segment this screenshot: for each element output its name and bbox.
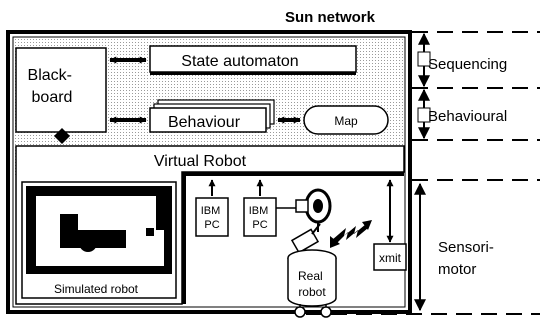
sensorimotor-line-2: motor (438, 261, 476, 278)
ibm-pc-1-line-2: PC (204, 219, 219, 231)
camera-body (295, 199, 309, 213)
sim-world-room-4 (126, 230, 164, 266)
sim-world-corridor (36, 248, 126, 266)
ibm-pc-1-label: IBM PC (201, 205, 224, 231)
sensorimotor-line-1: Sensori- (438, 239, 494, 256)
virtual-robot-label: Virtual Robot (154, 153, 247, 170)
ibm-pc-1-line-1: IBM (201, 205, 221, 217)
sim-world-room-2 (36, 214, 60, 250)
real-robot-body (287, 258, 337, 307)
sun-network-frame (6, 30, 412, 314)
transceiver-antenna (311, 223, 321, 235)
sim-world-room-3 (78, 196, 156, 230)
xmit-label: xmit (379, 251, 402, 265)
blackboard-connector-diamond (54, 128, 70, 144)
wireless-link (330, 220, 372, 248)
real-robot-label: Real robot (298, 269, 326, 299)
real-robot-wheel-right (320, 306, 332, 318)
wireless-arrowhead-left (330, 236, 340, 248)
behaviour-box (149, 107, 267, 133)
camera-lens-inner (313, 199, 323, 213)
camera-icon (276, 188, 332, 232)
real-robot: Real robot (287, 249, 337, 318)
simulated-robot-icon (79, 234, 97, 252)
ibm-pc-2-box (243, 197, 277, 237)
ibm-pc-2-line-1: IBM (249, 205, 269, 217)
blackboard-label: Black- board (28, 67, 77, 106)
simulated-world-map (26, 186, 172, 274)
state-automaton-shadow (150, 72, 356, 75)
blackboard-line-2: board (32, 89, 73, 106)
network-title: Sun network (285, 9, 376, 26)
ibm-pc-2-line-2: PC (252, 219, 267, 231)
transceiver-icon (290, 223, 321, 254)
sun-network-frame-inner (12, 36, 406, 308)
map-label: Map (334, 114, 358, 128)
real-robot-wheel-left (294, 306, 306, 318)
simulated-robot-label: Simulated robot (54, 282, 139, 296)
xmit-box (373, 243, 407, 271)
map-box (303, 105, 389, 135)
wireless-arrowhead-right (362, 220, 372, 230)
state-automaton-label: State automaton (181, 53, 298, 70)
sim-world-obstacle (146, 228, 154, 236)
sequencing-label-bg (417, 51, 431, 67)
level-separators (306, 31, 540, 315)
blackboard-line-1: Black- (28, 67, 72, 84)
real-robot-line-2: robot (298, 285, 326, 299)
behavioural-label-bg (417, 107, 431, 123)
sequencing-label: Sequencing (428, 56, 507, 73)
behaviour-label: Behaviour (168, 114, 241, 131)
behavioural-label: Behavioural (428, 108, 507, 125)
ibm-pc-1-box (195, 197, 229, 237)
ibm-pc-2-label: IBM PC (249, 205, 272, 231)
real-robot-line-1: Real (298, 269, 323, 283)
wireless-zigzag (332, 224, 368, 244)
sensorimotor-label: Sensori- motor (438, 239, 498, 278)
transceiver-body (290, 228, 320, 254)
sim-world-room-1 (36, 196, 78, 214)
